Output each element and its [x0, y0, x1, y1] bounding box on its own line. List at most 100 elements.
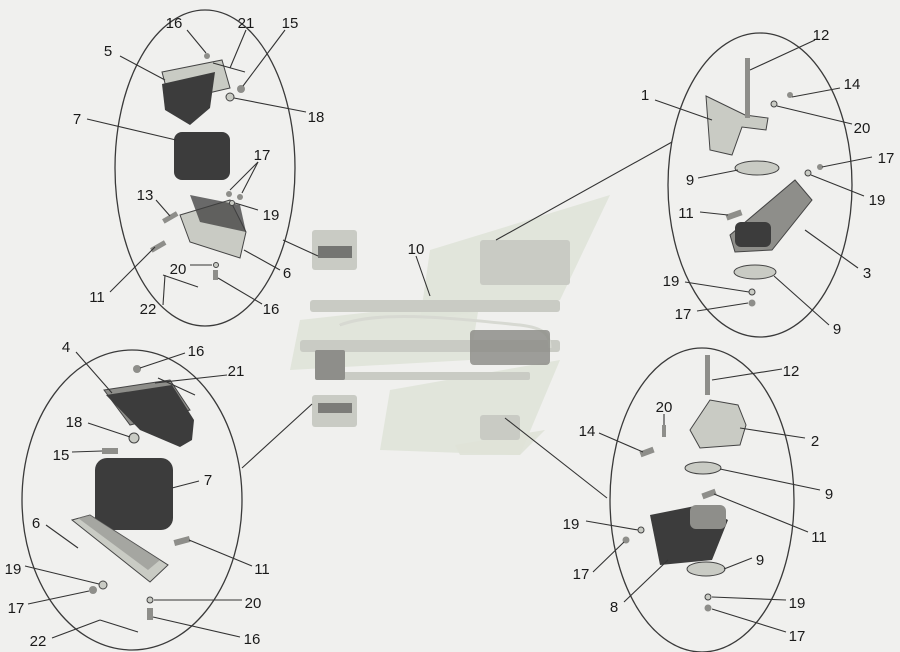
- callout-c17b: 17: [878, 150, 895, 167]
- callout-c5: 5: [104, 43, 112, 60]
- bolt-11b: [725, 209, 743, 221]
- bolt-20d: [662, 425, 666, 437]
- bolt-16d: [147, 608, 153, 620]
- callout-c21b: 21: [228, 363, 245, 380]
- washer-20b: [770, 100, 778, 108]
- callout-c1: 1: [641, 87, 649, 104]
- callout-c19a: 19: [263, 207, 280, 224]
- spacer-9b: [733, 264, 777, 280]
- callout-c9a: 9: [686, 172, 694, 189]
- rubber-cushion-7a: [174, 132, 230, 180]
- callout-c20d: 20: [656, 399, 673, 416]
- callout-c19e: 19: [563, 516, 580, 533]
- callout-c4: 4: [62, 339, 70, 356]
- callout-c15a: 15: [282, 15, 299, 32]
- bolt-14a: [787, 92, 793, 98]
- nut-17b: [817, 164, 823, 170]
- chassis-frame-assembly: [290, 195, 610, 455]
- mount-block-4: [106, 385, 194, 447]
- bolt-11d: [701, 488, 717, 500]
- engine-block: [480, 240, 570, 285]
- bolt-16a: [204, 53, 210, 59]
- callout-c11b: 11: [678, 205, 694, 222]
- callout-c16b: 16: [263, 301, 280, 318]
- nut-17c: [748, 299, 756, 307]
- bracket-1: [705, 95, 769, 156]
- callout-c17c: 17: [675, 306, 692, 323]
- callout-c2: 2: [811, 433, 819, 450]
- callout-c10: 10: [408, 241, 425, 258]
- bolt-15b: [102, 448, 118, 454]
- callout-c16c: 16: [188, 343, 205, 360]
- bolt-16c: [133, 365, 141, 373]
- callout-c19d: 19: [5, 561, 22, 578]
- washer-19a: [229, 200, 235, 206]
- detail-oval-front-right: [667, 32, 853, 338]
- callout-c17a: 17: [254, 147, 271, 164]
- washer-19b: [804, 169, 812, 177]
- nut-17f: [704, 604, 712, 612]
- callout-c9b: 9: [833, 321, 841, 338]
- nut-17e: [622, 536, 630, 544]
- rear-left-parts: [70, 365, 194, 620]
- bolt-13: [162, 211, 179, 224]
- mount-cushion-3: [735, 222, 771, 247]
- spacer-9d: [686, 561, 726, 577]
- rubber-cushion-7b: [95, 458, 173, 530]
- rear-right-parts: [622, 355, 747, 612]
- washer-19f: [704, 593, 712, 601]
- callout-c20b: 20: [854, 120, 871, 137]
- callout-c11a: 11: [89, 289, 105, 306]
- callout-c19f: 19: [789, 595, 806, 612]
- callout-c13: 13: [137, 187, 154, 204]
- callout-c8: 8: [610, 599, 618, 616]
- callout-c18b: 18: [66, 414, 83, 431]
- rear-right-mount: [480, 415, 520, 440]
- callout-c19c: 19: [663, 273, 680, 290]
- mount-cushion-8: [690, 505, 726, 529]
- callout-c12a: 12: [813, 27, 830, 44]
- bolt-12b: [705, 355, 710, 395]
- detail-oval-rear-right: [609, 347, 795, 652]
- washer-19c: [748, 288, 756, 296]
- callout-c20a: 20: [170, 261, 187, 278]
- nut-17a1: [226, 191, 232, 197]
- callout-c22a: 22: [140, 301, 157, 318]
- front-right-parts: [705, 58, 823, 307]
- callout-c14b: 14: [579, 423, 596, 440]
- bolt-12a: [745, 58, 750, 118]
- washer-19d: [98, 580, 108, 590]
- bolt-14b: [639, 446, 655, 458]
- detail-oval-front-left: [114, 9, 296, 327]
- callout-c6b: 6: [32, 515, 40, 532]
- callout-c22b: 22: [30, 633, 47, 650]
- callout-c7a: 7: [73, 111, 81, 128]
- callout-c9d: 9: [756, 552, 764, 569]
- callout-c6a: 6: [283, 265, 291, 282]
- callout-c18a: 18: [308, 109, 325, 126]
- bolt-16b: [213, 270, 218, 280]
- callout-c16d: 16: [244, 631, 261, 648]
- callout-c12b: 12: [783, 363, 800, 380]
- callout-c3: 3: [863, 265, 871, 282]
- callout-c7b: 7: [204, 472, 212, 489]
- front-left-parts: [150, 53, 247, 280]
- spacer-9c: [684, 461, 722, 475]
- frame-rail-upper: [310, 300, 560, 312]
- callout-c14a: 14: [844, 76, 861, 93]
- nut-17a2: [237, 194, 243, 200]
- nut-17d: [89, 586, 97, 594]
- bolt-11c: [173, 536, 191, 546]
- washer-18b: [128, 432, 140, 444]
- callout-c20c: 20: [245, 595, 262, 612]
- callout-c19b: 19: [869, 192, 886, 209]
- detail-oval-rear-left: [21, 349, 243, 651]
- callout-c16a: 16: [166, 15, 183, 32]
- washer-20a: [213, 262, 219, 268]
- callout-c9c: 9: [825, 486, 833, 503]
- callout-c17d: 17: [8, 600, 25, 617]
- washer-19e: [637, 526, 645, 534]
- callout-c11c: 11: [254, 561, 270, 578]
